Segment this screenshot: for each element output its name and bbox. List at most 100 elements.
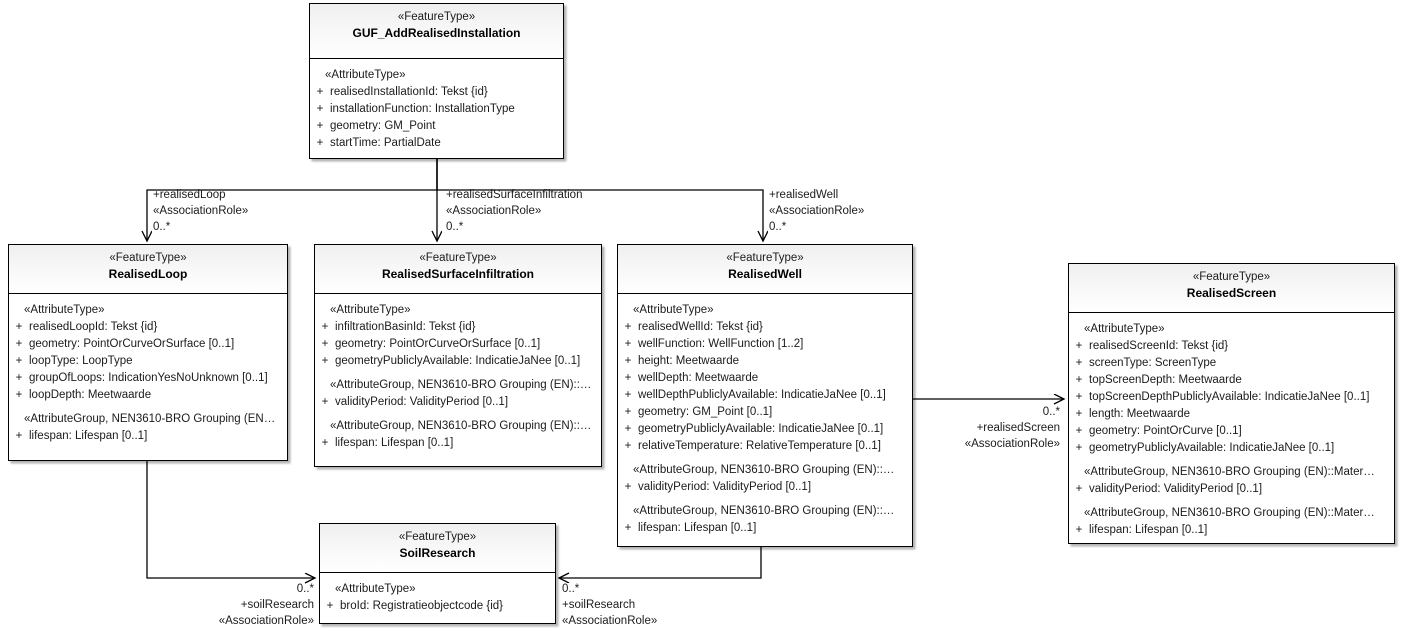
attribute-label: validityPeriod: ValidityPeriod [0..1] [335,396,509,408]
attribute-label: realisedInstallationId: Tekst {id} [330,86,488,98]
attribute-row: + realisedScreenId: Tekst {id} [1069,338,1394,355]
assoc-stereotype: «AssociationRole» [964,438,1060,450]
visibility-marker: + [15,372,23,384]
attribute-label: topScreenDepthPubliclyAvailable: Indicat… [1089,391,1370,403]
assoc-role-name: +soilResearch [240,599,314,611]
class-attributes: «AttributeType» + infiltrationBasinId: T… [315,294,601,460]
attribute-label: loopType: LoopType [29,355,133,367]
attribute-group-header: «AttributeGroup, NEN3610-BRO Grouping (E… [633,464,895,476]
visibility-marker: + [1075,408,1083,420]
attribute-group-header: «AttributeType» [1084,323,1165,335]
assoc-multiplicity: 0..* [153,221,171,233]
class-soil-research[interactable]: «FeatureType» SoilResearch «AttributeTyp… [319,523,556,624]
attribute-group-header: «AttributeType» [633,304,714,316]
attribute-row: + lifespan: Lifespan [0..1] [1069,522,1394,539]
attribute-group-header: «AttributeGroup, NEN3610-BRO Grouping (E… [24,413,276,425]
class-header: «FeatureType» RealisedSurfaceInfiltratio… [315,245,601,294]
attribute-row: + geometry: GM_Point [0..1] [618,404,912,421]
assoc-stereotype: «AssociationRole» [153,205,249,217]
assoc-stereotype: «AssociationRole» [218,615,314,627]
attribute-row: + topScreenDepth: Meetwaarde [1069,372,1394,389]
attribute-group-header: «AttributeGroup, NEN3610-BRO Grouping (E… [1084,466,1375,478]
attribute-label: geometryPubliclyAvailable: IndicatieJaNe… [335,355,581,367]
attribute-group-header: «AttributeType» [24,304,105,316]
class-attributes: «AttributeType» + realisedScreenId: Teks… [1069,313,1394,543]
visibility-marker: + [1075,483,1083,495]
attribute-row: + validityPeriod: ValidityPeriod [0..1] [315,394,601,411]
class-stereotype: «FeatureType» [398,531,477,543]
attribute-row: + validityPeriod: ValidityPeriod [0..1] [1069,481,1394,498]
class-realised-well[interactable]: «FeatureType» RealisedWell «AttributeTyp… [617,244,913,547]
attribute-group-header: «AttributeType» [335,583,416,595]
attribute-row: + groupOfLoops: IndicationYesNoUnknown [… [9,370,287,387]
attribute-label: height: Meetwaarde [638,355,740,367]
visibility-marker: + [316,86,324,98]
attribute-label: broId: Registratieobjectcode {id} [340,600,504,612]
attribute-spacer [315,411,601,418]
attribute-row: + infiltrationBasinId: Tekst {id} [315,319,601,336]
attribute-label: geometry: PointOrCurve [0..1] [1089,425,1242,437]
class-header: «FeatureType» RealisedWell [618,245,912,294]
attribute-row: + height: Meetwaarde [618,353,912,370]
attribute-row: + lifespan: Lifespan [0..1] [315,435,601,452]
assoc-label-realised-screen[interactable]: 0..* +realisedScreen «AssociationRole» [894,404,1060,452]
class-title: GUF_AddRealisedInstallation [352,26,521,40]
attribute-row: + broId: Registratieobjectcode {id} [320,598,555,615]
visibility-marker: + [321,396,329,408]
attribute-label: relativeTemperature: RelativeTemperature… [638,440,881,452]
attribute-row: + geometryPubliclyAvailable: IndicatieJa… [618,421,912,438]
attribute-label: wellDepth: Meetwaarde [638,372,759,384]
attribute-label: validityPeriod: ValidityPeriod [0..1] [638,481,812,493]
attribute-label: geometry: GM_Point [330,120,436,132]
class-realised-loop[interactable]: «FeatureType» RealisedLoop «AttributeTyp… [8,244,288,461]
attribute-row: + installationFunction: InstallationType [310,101,563,118]
assoc-multiplicity: 0..* [769,221,787,233]
attribute-row: + realisedLoopId: Tekst {id} [9,319,287,336]
attribute-group-header: «AttributeType» [330,304,411,316]
attribute-label: lifespan: Lifespan [0..1] [638,522,757,534]
attribute-row: + geometryPubliclyAvailable: IndicatieJa… [1069,440,1394,457]
visibility-marker: + [316,120,324,132]
attribute-label: groupOfLoops: IndicationYesNoUnknown [0.… [29,372,268,384]
assoc-label-soil-research-well[interactable]: 0..* +soilResearch «AssociationRole» [562,581,657,629]
assoc-multiplicity: 0..* [1042,406,1060,418]
visibility-marker: + [15,355,23,367]
attribute-label: topScreenDepth: Meetwaarde [1089,374,1242,386]
attribute-spacer [1069,457,1394,464]
class-title: RealisedWell [728,267,802,281]
visibility-marker: + [624,321,632,333]
attribute-row: + geometry: GM_Point [310,118,563,135]
assoc-label-realised-loop[interactable]: +realisedLoop «AssociationRole» 0..* [153,187,248,235]
visibility-marker: + [624,372,632,384]
attribute-label: geometryPubliclyAvailable: IndicatieJaNe… [1089,442,1335,454]
assoc-label-soil-research-loop[interactable]: 0..* +soilResearch «AssociationRole» [140,581,314,629]
attribute-label: installationFunction: InstallationType [330,103,515,115]
assoc-label-realised-well[interactable]: +realisedWell «AssociationRole» 0..* [769,187,864,235]
class-realised-screen[interactable]: «FeatureType» RealisedScreen «AttributeT… [1068,263,1395,544]
class-stereotype: «FeatureType» [726,252,804,264]
attribute-row: + validityPeriod: ValidityPeriod [0..1] [618,479,912,496]
attribute-row: + realisedInstallationId: Tekst {id} [310,84,563,101]
attribute-spacer [9,404,287,411]
attribute-label: realisedLoopId: Tekst {id} [29,321,158,333]
assoc-label-realised-surface-infiltration[interactable]: +realisedSurfaceInfiltration «Associatio… [446,187,582,235]
attribute-group-header: «AttributeGroup, NEN3610-BRO Grouping (E… [330,379,592,391]
attribute-spacer [315,370,601,377]
assoc-stereotype: «AssociationRole» [562,615,658,627]
connector-soil-research-well [559,547,762,578]
assoc-role-name: +realisedLoop [153,189,226,201]
attribute-row: + relativeTemperature: RelativeTemperatu… [618,438,912,455]
visibility-marker: + [15,389,23,401]
class-attributes: «AttributeType» + realisedWellId: Tekst … [618,294,912,545]
attribute-row: + topScreenDepthPubliclyAvailable: Indic… [1069,389,1394,406]
assoc-role-name: +realisedWell [769,189,839,201]
class-realised-surface-infiltration[interactable]: «FeatureType» RealisedSurfaceInfiltratio… [314,244,602,467]
attribute-group-header: «AttributeGroup, NEN3610-BRO Grouping (E… [633,505,895,517]
attribute-label: screenType: ScreenType [1089,357,1217,369]
class-guf-add-realised-installation[interactable]: «FeatureType» GUF_AddRealisedInstallatio… [309,3,564,159]
visibility-marker: + [316,137,324,149]
class-header: «FeatureType» RealisedScreen [1069,264,1394,313]
attribute-row: + geometry: PointOrCurveOrSurface [0..1] [315,336,601,353]
visibility-marker: + [1075,340,1083,352]
attribute-row: + geometryPubliclyAvailable: IndicatieJa… [315,353,601,370]
